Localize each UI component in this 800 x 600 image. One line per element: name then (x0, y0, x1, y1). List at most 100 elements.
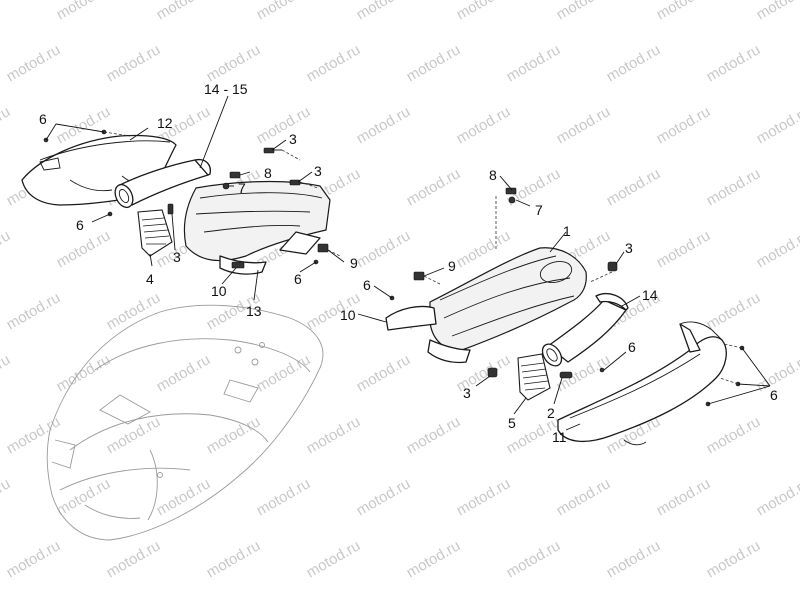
watermark-text: motod.ru (704, 289, 764, 333)
callout-13: 13 (246, 303, 262, 319)
bolt-8b (505, 187, 517, 195)
watermark-text: motod.ru (254, 103, 314, 147)
callout-8-left: 8 (264, 165, 272, 181)
callout-7-right: 7 (535, 202, 543, 218)
callout-9-right: 9 (448, 258, 456, 274)
watermark-text: motod.ru (0, 227, 13, 271)
watermark-text: motod.ru (604, 165, 664, 209)
watermark-text: motod.ru (454, 103, 514, 147)
watermark-text: motod.ru (754, 475, 800, 519)
watermark-text: motod.ru (554, 475, 614, 519)
watermark-text: motod.ru (254, 0, 314, 23)
watermark-text: motod.ru (654, 227, 714, 271)
watermark-text: motod.ru (154, 351, 214, 395)
callout-6-left: 6 (76, 217, 84, 233)
washer-7b (508, 196, 516, 204)
pin-6-right (599, 367, 605, 373)
assembly-lines (103, 131, 743, 385)
callout-11: 11 (552, 429, 567, 445)
watermark-text: motod.ru (0, 475, 13, 519)
watermark-text: motod.ru (54, 0, 114, 23)
watermark-text: motod.ru (454, 475, 514, 519)
watermark-text: motod.ru (204, 41, 264, 85)
callout-6-right: 6 (628, 339, 636, 355)
watermark-text: motod.ru (404, 413, 464, 457)
callout-3-top: 3 (289, 131, 297, 147)
intake-grille-left (137, 209, 173, 257)
screw-3a (263, 147, 282, 154)
watermark-text: motod.ru (304, 537, 364, 581)
clip-9a (317, 243, 329, 253)
watermark-text: motod.ru (4, 41, 64, 85)
watermark-text: motod.ru (54, 227, 114, 271)
watermark-text: motod.ru (704, 413, 764, 457)
watermark-text: motod.ru (504, 41, 564, 85)
inner-duct-right (385, 247, 587, 364)
watermark-text: motod.ru (354, 351, 414, 395)
callout-12: 12 (157, 115, 173, 131)
watermark-text: motod.ru (654, 475, 714, 519)
callout-10-right: 10 (340, 307, 356, 323)
watermark-text: motod.ru (654, 0, 714, 23)
screw-3c (167, 203, 174, 215)
callout-3-bottom: 3 (463, 385, 471, 401)
callout-14: 14 (642, 287, 658, 303)
screw-3b (289, 179, 301, 186)
watermark-text: motod.ru (104, 537, 164, 581)
callout-6-center: 6 (363, 277, 371, 293)
watermark-text: motod.ru (354, 475, 414, 519)
callout-5: 5 (508, 415, 516, 431)
watermark-text: motod.ru (604, 537, 664, 581)
watermark-text: motod.ru (204, 537, 264, 581)
watermark-text: motod.ru (754, 227, 800, 271)
callout-2: 2 (547, 405, 555, 421)
watermark-text: motod.ru (404, 537, 464, 581)
watermark-text: motod.ru (654, 103, 714, 147)
callout-10-left: 10 (211, 283, 227, 299)
front-fairing-outline (46, 304, 324, 541)
watermark-text: motod.ru (0, 103, 13, 147)
watermark-text: motod.ru (154, 475, 214, 519)
watermark-text: motod.ru (704, 537, 764, 581)
watermark-text: motod.ru (704, 41, 764, 85)
fasteners (43, 129, 745, 407)
watermark-text: motod.ru (4, 413, 64, 457)
watermark-text: motod.ru (554, 103, 614, 147)
watermark-text: motod.ru (4, 289, 64, 333)
watermark-text: motod.ru (154, 0, 214, 23)
intake-grille-right (517, 353, 551, 401)
watermark-layer: motod.ru motod.ru motod.ru motod.ru motod.ru… (0, 0, 800, 581)
callout-8-right: 8 (489, 167, 497, 183)
watermark-text: motod.ru (254, 475, 314, 519)
screw-2 (559, 371, 573, 379)
leader-lines (45, 95, 771, 431)
callout-labels: 6 12 14 - 15 3 8 3 7 6 3 4 9 6 10 13 8 7… (39, 81, 778, 445)
watermark-text: motod.ru (54, 475, 114, 519)
callout-6-far-right: 6 (770, 387, 778, 403)
bolt-8a (229, 171, 241, 179)
watermark-text: motod.ru (54, 351, 114, 395)
screw-3d (607, 261, 618, 272)
callout-1: 1 (563, 223, 571, 239)
air-duct-right (541, 293, 629, 367)
screw-3e (487, 367, 498, 378)
watermark-text: motod.ru (604, 41, 664, 85)
watermark-text: motod.ru (404, 165, 464, 209)
watermark-text: motod.ru (404, 41, 464, 85)
callout-9-left: 9 (350, 255, 358, 271)
callout-7-left: 7 (238, 180, 246, 196)
callout-3-left: 3 (173, 249, 181, 265)
watermark-text: motod.ru (454, 0, 514, 23)
watermark-text: motod.ru (4, 537, 64, 581)
clip-10a (231, 261, 245, 269)
watermark-text: motod.ru (0, 0, 13, 23)
callout-14-15: 14 - 15 (204, 81, 248, 97)
watermark-text: motod.ru (0, 351, 13, 395)
watermark-text: motod.ru (254, 351, 314, 395)
watermark-text: motod.ru (104, 41, 164, 85)
watermark-text: motod.ru (754, 103, 800, 147)
air-duct-left (114, 158, 211, 209)
callout-4: 4 (146, 271, 154, 287)
callout-6-top-left: 6 (39, 111, 47, 127)
